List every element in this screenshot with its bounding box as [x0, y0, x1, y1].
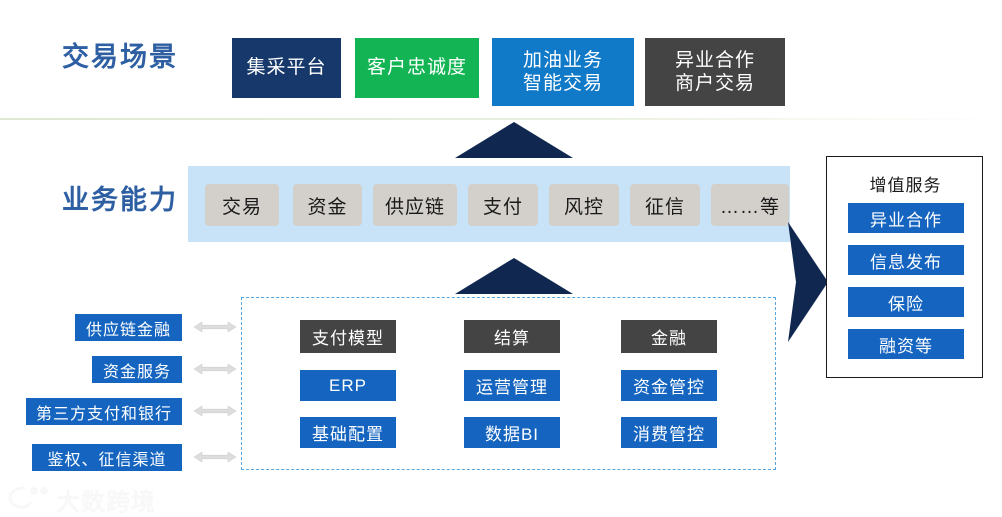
- row-label-capability: 业务能力: [62, 185, 178, 215]
- platform-item-2-1[interactable]: 运营管理: [464, 370, 560, 401]
- value-added-item-3[interactable]: 保险: [848, 287, 964, 317]
- platform-item-1-1-label: ERP: [329, 375, 367, 395]
- capability-chip-3[interactable]: 供应链: [373, 184, 457, 226]
- capability-chip-6[interactable]: 征信: [630, 184, 700, 226]
- platform-head-1[interactable]: 支付模型: [300, 320, 396, 353]
- capability-chip-1[interactable]: 交易: [205, 184, 279, 226]
- row-label-scenario: 交易场景: [62, 42, 178, 72]
- value-added-item-4-label: 融资等: [879, 336, 933, 356]
- capability-chip-2-label: 资金: [307, 196, 348, 218]
- capability-chip-3-label: 供应链: [384, 196, 445, 218]
- platform-head-2[interactable]: 结算: [464, 320, 560, 353]
- channel-box-3-label: 第三方支付和银行: [35, 405, 172, 423]
- platform-item-2-1-label: 运营管理: [476, 378, 548, 397]
- double-headed-arrow-icon-4: [192, 450, 238, 464]
- double-headed-arrow-icon-3: [192, 404, 238, 418]
- capability-chip-7-label: ……等: [719, 196, 780, 218]
- channel-box-4-label: 鉴权、征信渠道: [47, 451, 167, 469]
- scenario-box-3[interactable]: 加油业务 智能交易: [492, 38, 634, 106]
- capability-band: 交易 资金 供应链 支付 风控 征信 ……等: [188, 166, 790, 242]
- platform-panel: 支付模型 ERP 基础配置 结算 运营管理 数据BI 金融 资金管控 消费管控: [241, 297, 776, 470]
- double-headed-arrow-icon-1: [192, 320, 238, 334]
- capability-chip-5[interactable]: 风控: [549, 184, 619, 226]
- arrow-up-icon-top: [455, 122, 573, 158]
- watermark-logo-icon: [8, 484, 50, 515]
- channel-box-2[interactable]: 资金服务: [92, 356, 182, 383]
- value-added-item-3-label: 保险: [888, 294, 924, 314]
- capability-chip-2[interactable]: 资金: [293, 184, 362, 226]
- section-divider: [0, 118, 1002, 120]
- scenario-box-3-label-line1: 加油业务: [522, 49, 603, 71]
- value-added-title: 增值服务: [869, 176, 942, 195]
- value-added-item-4[interactable]: 融资等: [848, 329, 964, 359]
- channel-box-1[interactable]: 供应链金融: [75, 314, 182, 341]
- scenario-box-4[interactable]: 异业合作 商户交易: [645, 38, 785, 106]
- scenario-box-4-label-line1: 异业合作: [674, 49, 755, 71]
- capability-chip-7[interactable]: ……等: [711, 184, 789, 226]
- capability-chip-1-label: 交易: [221, 196, 262, 218]
- value-added-item-1-label: 异业合作: [870, 210, 942, 230]
- double-headed-arrow-icon-2: [192, 362, 238, 376]
- platform-head-2-label: 结算: [494, 329, 530, 348]
- value-added-item-2-label: 信息发布: [870, 252, 942, 272]
- platform-item-3-1[interactable]: 资金管控: [621, 370, 717, 401]
- capability-chip-4[interactable]: 支付: [468, 184, 538, 226]
- channel-box-3[interactable]: 第三方支付和银行: [26, 398, 182, 425]
- scenario-box-2[interactable]: 客户忠诚度: [355, 38, 479, 98]
- scenario-box-4-label-line2: 商户交易: [674, 73, 755, 94]
- value-added-item-1[interactable]: 异业合作: [848, 203, 964, 233]
- value-added-panel: 增值服务 异业合作 信息发布 保险 融资等: [826, 156, 983, 378]
- scenario-box-1[interactable]: 集采平台: [232, 38, 341, 98]
- platform-item-2-2-label: 数据BI: [484, 425, 540, 444]
- platform-head-3-label: 金融: [651, 329, 687, 348]
- platform-item-3-2[interactable]: 消费管控: [621, 417, 717, 448]
- scenario-box-2-label: 客户忠诚度: [366, 57, 467, 79]
- arrow-up-icon-middle: [455, 258, 573, 294]
- platform-head-3[interactable]: 金融: [621, 320, 717, 353]
- platform-item-3-1-label: 资金管控: [633, 378, 705, 397]
- channel-box-2-label: 资金服务: [102, 363, 171, 381]
- watermark-text: 大数跨境: [56, 489, 156, 516]
- scenario-box-1-label: 集采平台: [246, 57, 327, 79]
- platform-item-2-2[interactable]: 数据BI: [464, 417, 560, 448]
- capability-chip-6-label: 征信: [644, 196, 685, 218]
- platform-item-1-1[interactable]: ERP: [300, 370, 396, 401]
- platform-head-1-label: 支付模型: [312, 329, 384, 348]
- platform-item-3-2-label: 消费管控: [633, 425, 705, 444]
- arrow-right-icon: [788, 222, 828, 342]
- platform-item-1-2-label: 基础配置: [312, 425, 384, 444]
- capability-chip-4-label: 支付: [482, 196, 523, 218]
- value-added-item-2[interactable]: 信息发布: [848, 245, 964, 275]
- watermark: 大数跨境: [8, 482, 156, 517]
- scenario-box-3-label-line2: 智能交易: [522, 73, 603, 94]
- channel-box-4[interactable]: 鉴权、征信渠道: [32, 444, 182, 471]
- capability-chip-5-label: 风控: [563, 196, 604, 218]
- platform-item-1-2[interactable]: 基础配置: [300, 417, 396, 448]
- channel-box-1-label: 供应链金融: [85, 321, 171, 339]
